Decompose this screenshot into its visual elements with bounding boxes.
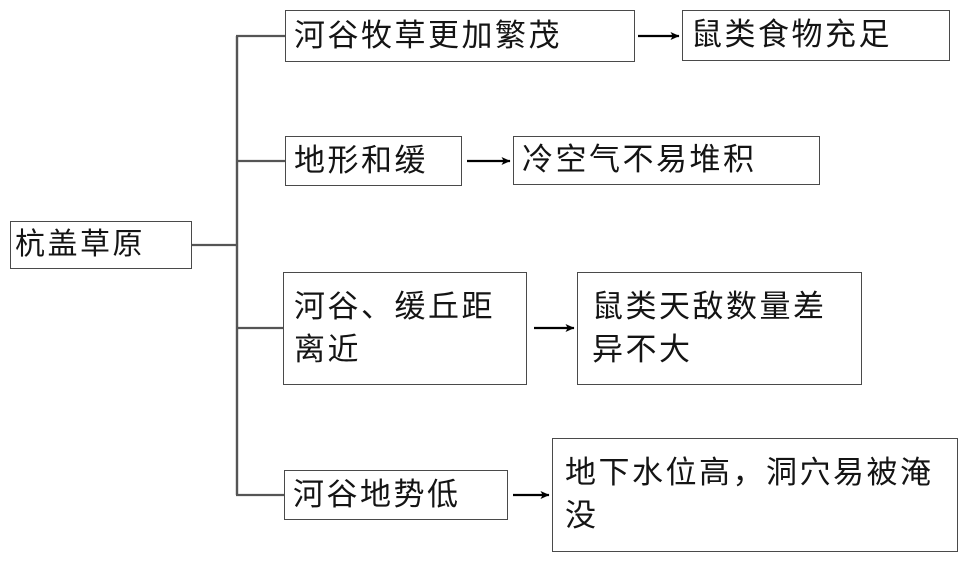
bracket-connector xyxy=(192,34,286,497)
node-branch-2-cause-label: 地形和缓 xyxy=(294,142,428,178)
node-root[interactable]: 杭盖草原 xyxy=(10,221,192,269)
node-branch-3-cause[interactable]: 河谷、缓丘距离近 xyxy=(283,272,527,385)
node-root-label: 杭盖草原 xyxy=(15,228,145,262)
node-branch-2-cause[interactable]: 地形和缓 xyxy=(285,136,462,186)
node-branch-1-cause[interactable]: 河谷牧草更加繁茂 xyxy=(285,10,635,62)
node-branch-4-effect[interactable]: 地下水位高，洞穴易被淹没 xyxy=(552,438,958,552)
node-branch-1-effect[interactable]: 鼠类食物充足 xyxy=(682,10,950,61)
node-branch-1-cause-label: 河谷牧草更加繁茂 xyxy=(294,17,562,53)
node-branch-2-effect[interactable]: 冷空气不易堆积 xyxy=(513,136,820,185)
node-branch-1-effect-label: 鼠类食物充足 xyxy=(691,17,892,53)
node-branch-4-effect-label: 地下水位高，洞穴易被淹没 xyxy=(565,455,934,533)
node-branch-2-effect-label: 冷空气不易堆积 xyxy=(522,142,757,178)
node-branch-3-cause-label: 河谷、缓丘距离近 xyxy=(294,288,495,367)
node-branch-4-cause[interactable]: 河谷地势低 xyxy=(284,470,508,520)
node-branch-3-effect-label: 鼠类天敌数量差异不大 xyxy=(592,288,827,367)
node-branch-3-effect[interactable]: 鼠类天敌数量差异不大 xyxy=(577,272,862,385)
node-branch-4-cause-label: 河谷地势低 xyxy=(293,476,461,512)
